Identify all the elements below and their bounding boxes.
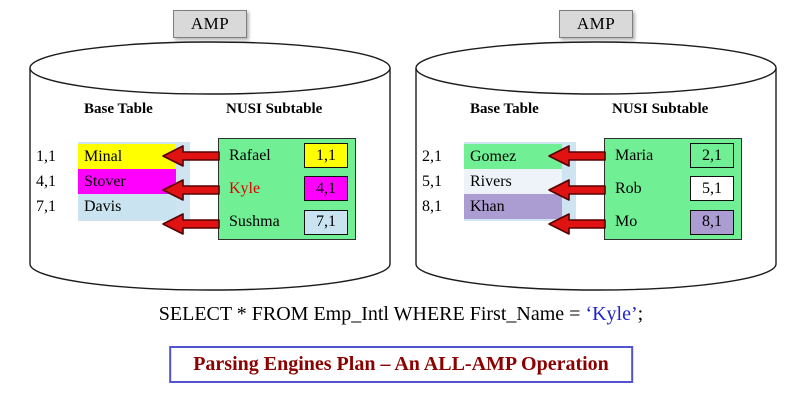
arrow-shape bbox=[162, 145, 220, 167]
nusi-rowid-cell: 4,1 bbox=[304, 176, 348, 202]
base-rowid: 1,1 bbox=[36, 148, 56, 165]
nusi-row: Rob 5,1 bbox=[605, 172, 741, 205]
base-cell: Stover bbox=[78, 169, 176, 194]
nusi-subtable: Rafael 1,1 Kyle 4,1 Sushma 7,1 bbox=[218, 138, 356, 240]
query-highlight: ‘Kyle’ bbox=[585, 303, 638, 325]
query-text: SELECT * FROM Emp_Intl WHERE First_Name … bbox=[158, 303, 586, 325]
row-pointer-arrow-icon bbox=[162, 145, 220, 167]
base-cell: Davis bbox=[78, 194, 176, 219]
base-cell: Khan bbox=[464, 194, 562, 219]
arrow-shape bbox=[548, 179, 606, 201]
nusi-name: Rob bbox=[615, 179, 642, 197]
amp-label: AMP bbox=[173, 10, 247, 38]
base-rowid: 5,1 bbox=[422, 173, 442, 190]
nusi-subtable-header: NUSI Subtable bbox=[226, 101, 323, 117]
amp-left: AMP Base Table NUSI Subtable 1,1 4,1 7,1… bbox=[28, 10, 392, 292]
base-cell: Minal bbox=[78, 144, 176, 169]
base-rowid: 4,1 bbox=[36, 173, 56, 190]
base-rowid: 7,1 bbox=[36, 198, 56, 215]
nusi-name: Rafael bbox=[229, 146, 271, 164]
cylinder-top bbox=[415, 41, 777, 95]
nusi-name: Kyle bbox=[229, 179, 261, 197]
nusi-name: Maria bbox=[615, 146, 654, 164]
nusi-rowid-cell: 7,1 bbox=[304, 209, 348, 235]
row-pointer-arrow-icon bbox=[548, 145, 606, 167]
row-pointer-arrow-icon bbox=[162, 179, 220, 201]
nusi-name: Sushma bbox=[229, 213, 280, 231]
amp-label-text: AMP bbox=[576, 14, 616, 33]
nusi-row: Kyle 4,1 bbox=[219, 172, 355, 205]
base-table-header: Base Table bbox=[84, 101, 153, 117]
nusi-subtable-header: NUSI Subtable bbox=[612, 101, 709, 117]
arrow-shape bbox=[162, 213, 220, 235]
nusi-subtable: Maria 2,1 Rob 5,1 Mo 8,1 bbox=[604, 138, 742, 240]
arrow-shape bbox=[548, 213, 606, 235]
nusi-row: Maria 2,1 bbox=[605, 139, 741, 172]
base-table-header: Base Table bbox=[470, 101, 539, 117]
row-pointer-arrow-icon bbox=[548, 213, 606, 235]
row-pointer-arrow-icon bbox=[548, 179, 606, 201]
arrow-shape bbox=[548, 145, 606, 167]
nusi-row: Rafael 1,1 bbox=[219, 139, 355, 172]
nusi-rowid-cell: 5,1 bbox=[690, 176, 734, 202]
nusi-rowid-cell: 8,1 bbox=[690, 209, 734, 235]
query-suffix: ; bbox=[637, 303, 644, 325]
base-rowid: 2,1 bbox=[422, 148, 442, 165]
amp-label-text: AMP bbox=[190, 14, 230, 33]
caption-text: Parsing Engines Plan – An ALL-AMP Operat… bbox=[193, 353, 609, 375]
nusi-rowid-cell: 1,1 bbox=[304, 143, 348, 169]
cylinder-top bbox=[29, 41, 391, 95]
base-cell: Gomez bbox=[464, 144, 562, 169]
nusi-row: Sushma 7,1 bbox=[219, 206, 355, 239]
nusi-name: Mo bbox=[615, 213, 638, 231]
arrow-shape bbox=[162, 179, 220, 201]
nusi-rowid-cell: 2,1 bbox=[690, 143, 734, 169]
sql-query: SELECT * FROM Emp_Intl WHERE First_Name … bbox=[0, 303, 802, 326]
amp-right: AMP Base Table NUSI Subtable 2,1 5,1 8,1… bbox=[414, 10, 778, 292]
caption-box: Parsing Engines Plan – An ALL-AMP Operat… bbox=[169, 346, 633, 383]
base-cell: Rivers bbox=[464, 169, 562, 194]
nusi-row: Mo 8,1 bbox=[605, 206, 741, 239]
base-rowid: 8,1 bbox=[422, 198, 442, 215]
row-pointer-arrow-icon bbox=[162, 213, 220, 235]
amp-label: AMP bbox=[559, 10, 633, 38]
